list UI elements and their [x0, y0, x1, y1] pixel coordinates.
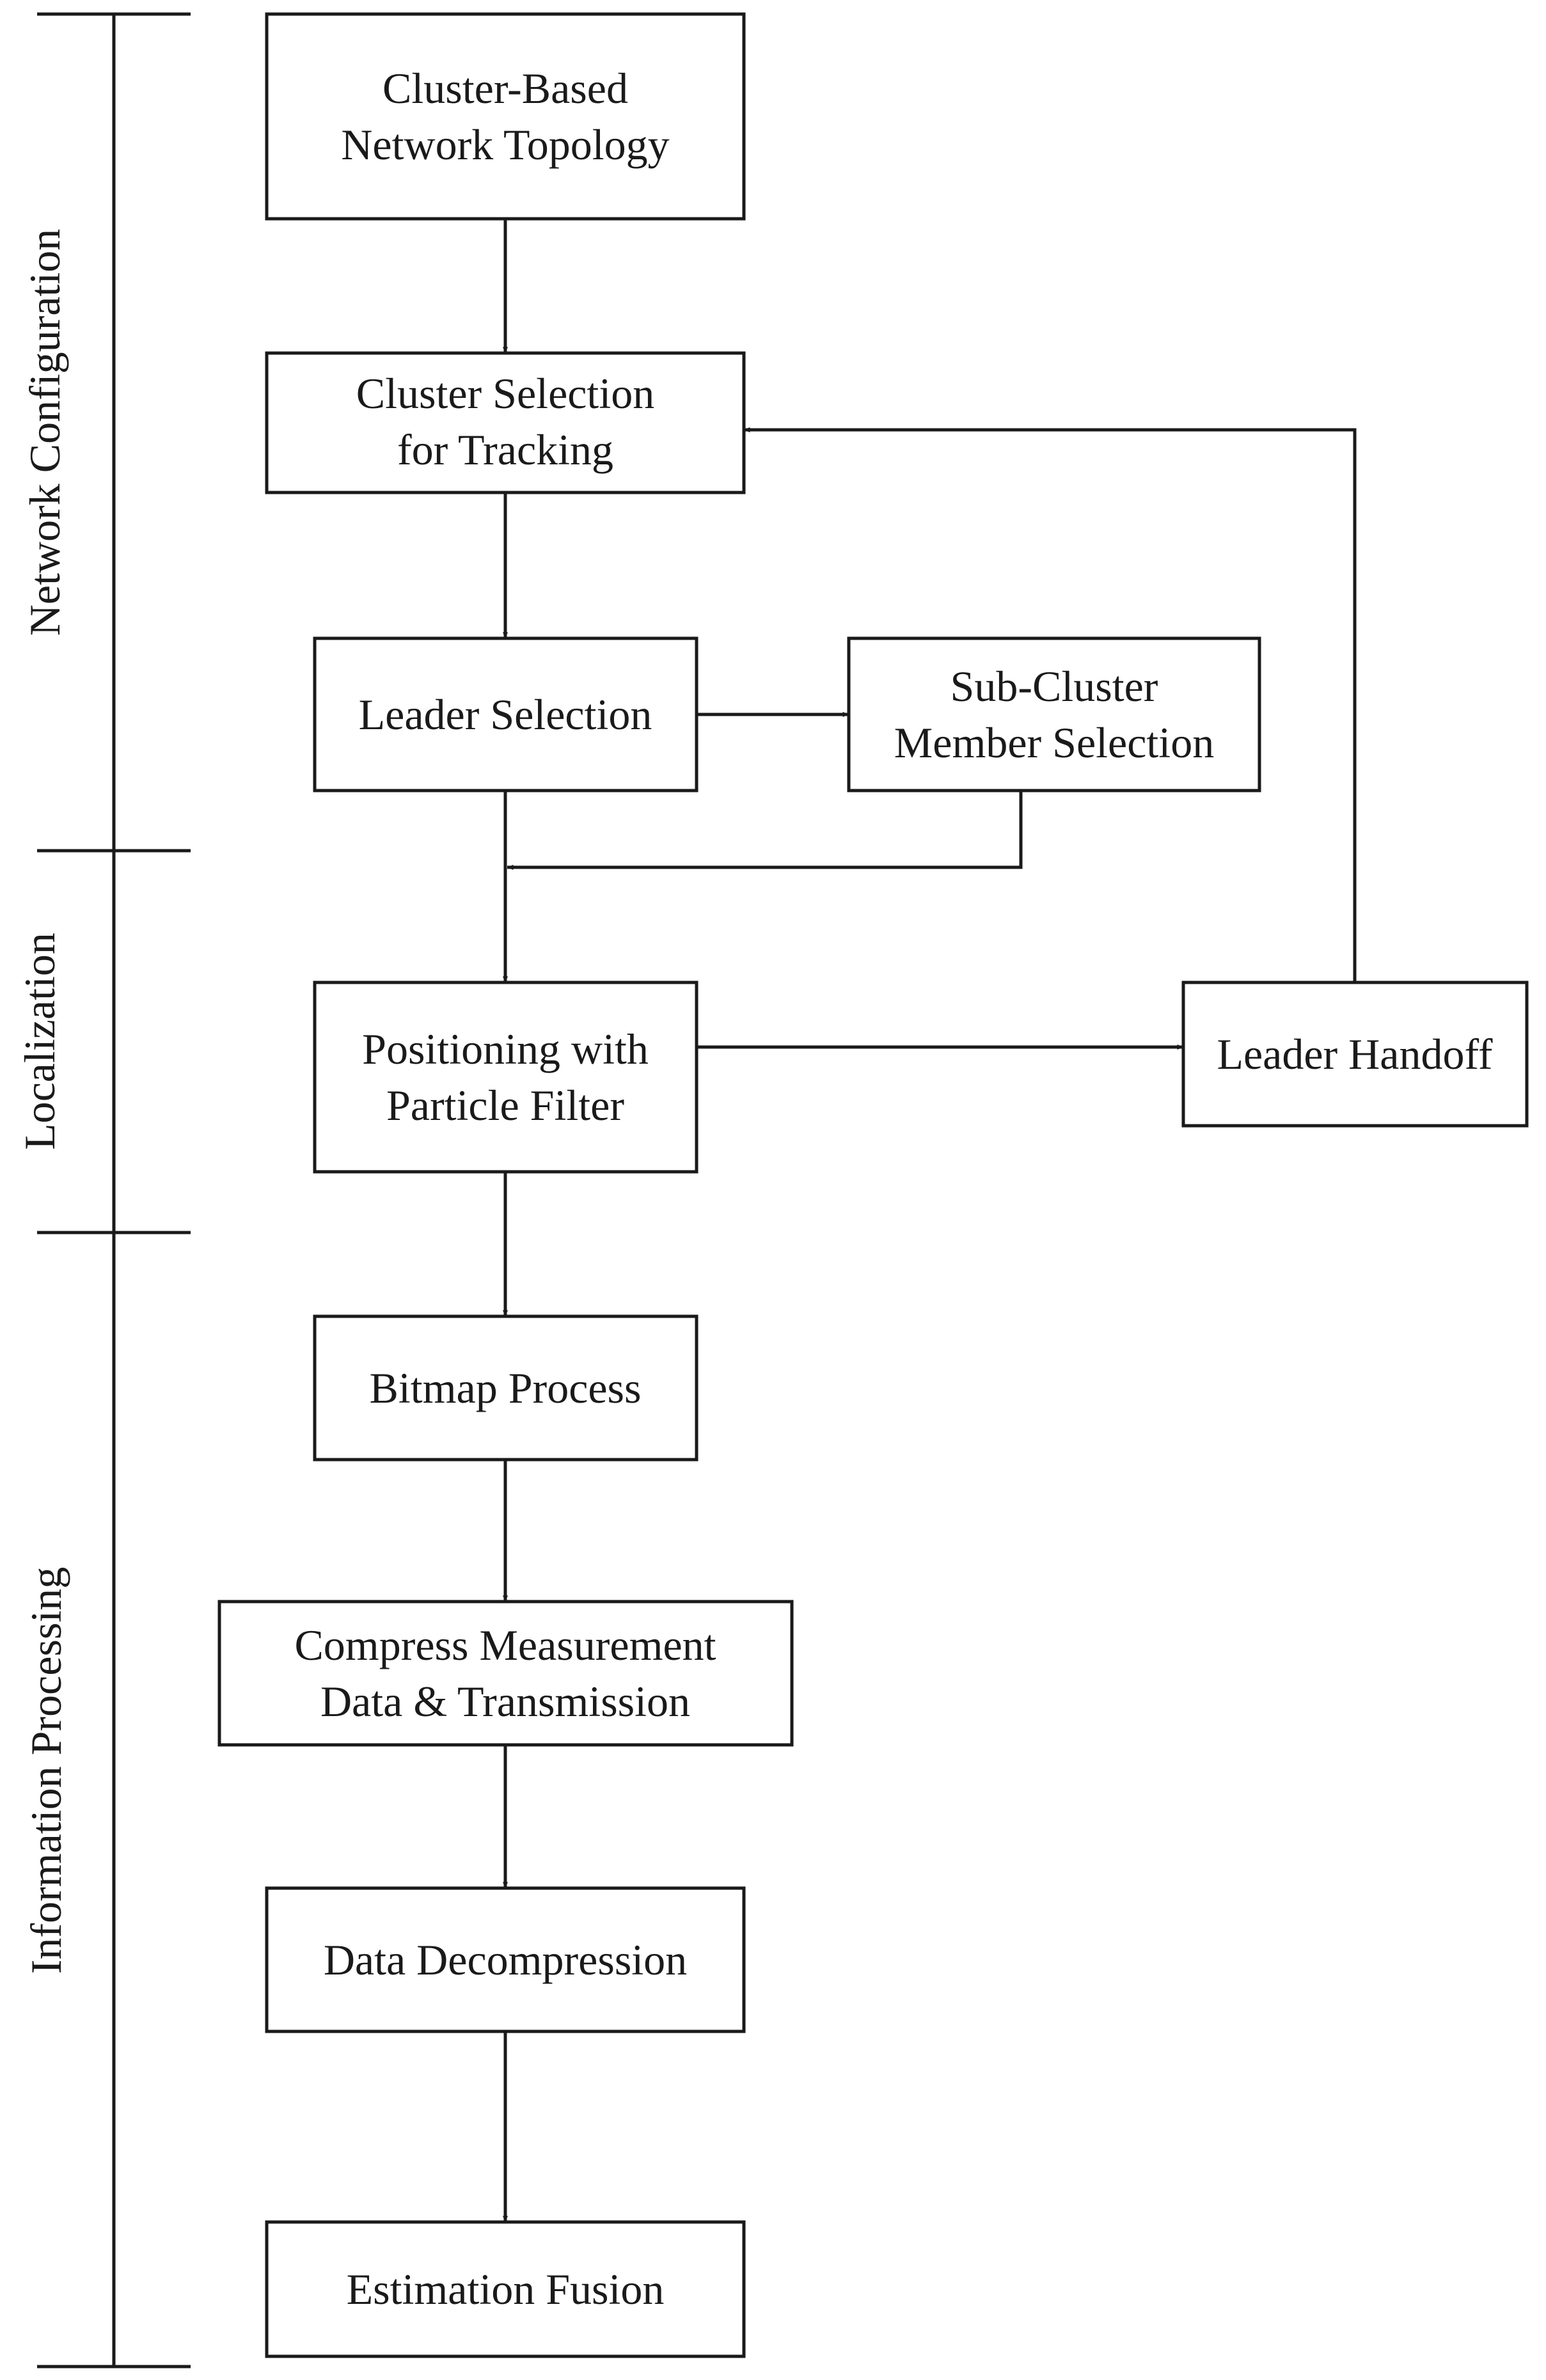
cluster-based-network-topology-box [265, 12, 746, 221]
estimation-fusion-label: Estimation Fusion [347, 2265, 665, 2313]
cluster-selection-label-line2: for Tracking [397, 425, 613, 474]
sub-cluster-member-selection-box [847, 636, 1261, 792]
phase-labels: Network Configuration Localization Infor… [15, 229, 70, 1974]
phase-bracket [37, 12, 191, 2368]
compress-label-line1: Compress Measurement [294, 1621, 716, 1669]
cluster-based-label-line2: Network Topology [341, 120, 669, 169]
cluster-selection-label-line1: Cluster Selection [356, 369, 654, 418]
arrow-leader-handoff-to-cluster-selection [743, 427, 1357, 982]
positioning-label-line2: Particle Filter [386, 1081, 624, 1130]
positioning-label-line1: Positioning with [362, 1025, 649, 1073]
estimation-fusion-box [265, 2220, 746, 2358]
positioning-with-particle-filter-box [313, 981, 698, 1174]
phase-label-information-processing: Information Processing [22, 1567, 70, 1974]
sub-cluster-label-line1: Sub-Cluster [950, 662, 1158, 711]
data-decompression-label: Data Decompression [324, 1935, 687, 1984]
phase-label-network-configuration: Network Configuration [20, 229, 69, 636]
leader-selection-label: Leader Selection [359, 690, 652, 739]
sub-cluster-label-line2: Member Selection [894, 718, 1214, 767]
box-labels: Cluster-Based Network Topology Cluster S… [294, 64, 1492, 2313]
cluster-based-label-line1: Cluster-Based [383, 64, 628, 113]
compress-label-line2: Data & Transmission [320, 1677, 690, 1726]
connectors [503, 219, 1357, 2223]
cluster-selection-for-tracking-box [265, 351, 746, 494]
leader-handoff-label: Leader Handoff [1217, 1030, 1492, 1078]
arrow-sub-cluster-feedback [507, 791, 1023, 870]
bitmap-process-label: Bitmap Process [370, 1364, 642, 1412]
phase-label-localization: Localization [15, 933, 64, 1150]
